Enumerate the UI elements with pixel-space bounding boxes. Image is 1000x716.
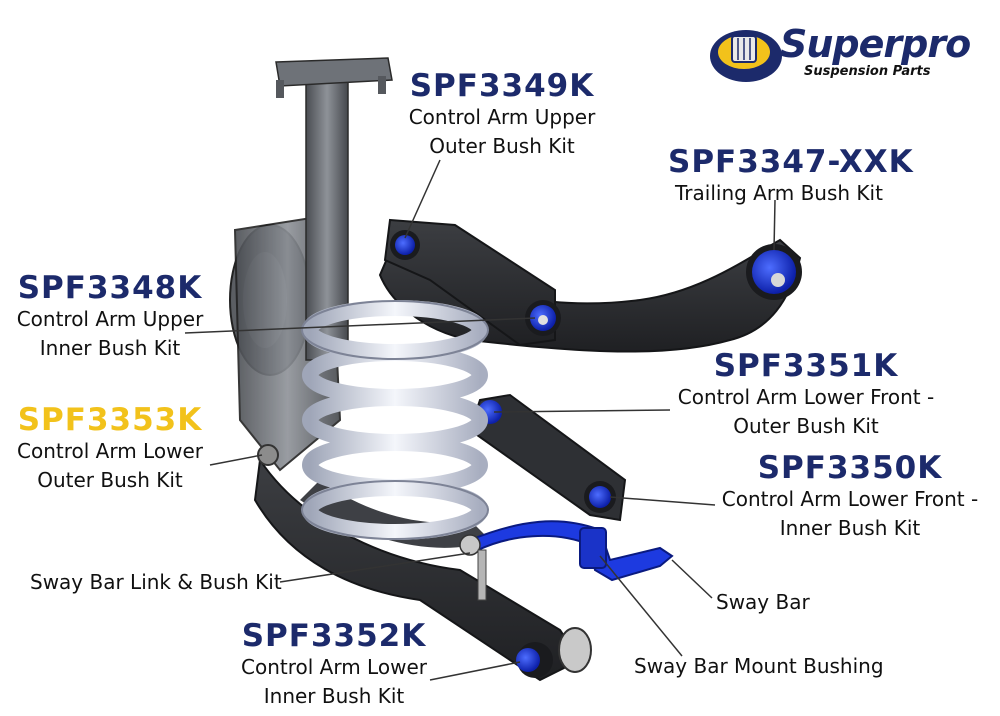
callout-spf3352k: SPF3352K Control Arm Lower Inner Bush Ki…: [234, 620, 434, 711]
part-code: SPF3348K: [17, 270, 203, 306]
part-description-line1: Control Arm Upper: [408, 105, 596, 129]
label-sway-bar-mount: Sway Bar Mount Bushing: [634, 654, 884, 678]
strut-top-mount: [275, 57, 393, 87]
label-sway-bar: Sway Bar: [716, 590, 810, 614]
part-description-line2: Inner Bush Kit: [39, 336, 181, 360]
callout-spf3353k: SPF3353K Control Arm Lower Outer Bush Ki…: [10, 404, 210, 495]
part-code: SPF3350K: [757, 450, 943, 486]
part-code: SPF3353K: [17, 402, 203, 438]
part-description-line2: Inner Bush Kit: [263, 684, 405, 708]
part-description-line2: Outer Bush Kit: [37, 468, 183, 492]
part-code: SPF3347-XXK: [668, 144, 914, 180]
logo-emblem: [710, 30, 782, 82]
superpro-logo: Superpro Suspension Parts: [704, 18, 974, 90]
callout-spf3350k: SPF3350K Control Arm Lower Front - Inner…: [714, 452, 986, 543]
part-code: SPF3352K: [241, 618, 427, 654]
logo-wordmark: Superpro: [780, 22, 971, 66]
part-code: SPF3351K: [713, 348, 899, 384]
sway-bar: [468, 520, 674, 582]
callout-spf3347-xxk: SPF3347-XXK Trailing Arm Bush Kit: [668, 144, 914, 208]
part-description-line2: Inner Bush Kit: [779, 516, 921, 540]
callout-spf3351k: SPF3351K Control Arm Lower Front - Outer…: [670, 350, 942, 441]
coil-spring: [302, 300, 488, 540]
upper-control-arm: [383, 218, 556, 347]
part-description-line1: Control Arm Lower Front -: [677, 385, 935, 409]
callout-spf3348k: SPF3348K Control Arm Upper Inner Bush Ki…: [10, 272, 210, 363]
callout-spf3349k: SPF3349K Control Arm Upper Outer Bush Ki…: [402, 70, 602, 161]
label-sway-bar-link: Sway Bar Link & Bush Kit: [30, 570, 282, 594]
part-description-line1: Trailing Arm Bush Kit: [675, 181, 883, 205]
part-description-line1: Control Arm Lower: [241, 655, 427, 679]
part-description-line1: Control Arm Lower: [17, 439, 203, 463]
part-code: SPF3349K: [409, 68, 595, 104]
part-description-line1: Control Arm Upper: [16, 307, 204, 331]
part-description-line2: Outer Bush Kit: [733, 414, 879, 438]
leader-lines: [184, 159, 776, 681]
part-description-line2: Outer Bush Kit: [429, 134, 575, 158]
part-description-line1: Control Arm Lower Front -: [721, 487, 979, 511]
logo-tagline: Suspension Parts: [804, 64, 931, 79]
